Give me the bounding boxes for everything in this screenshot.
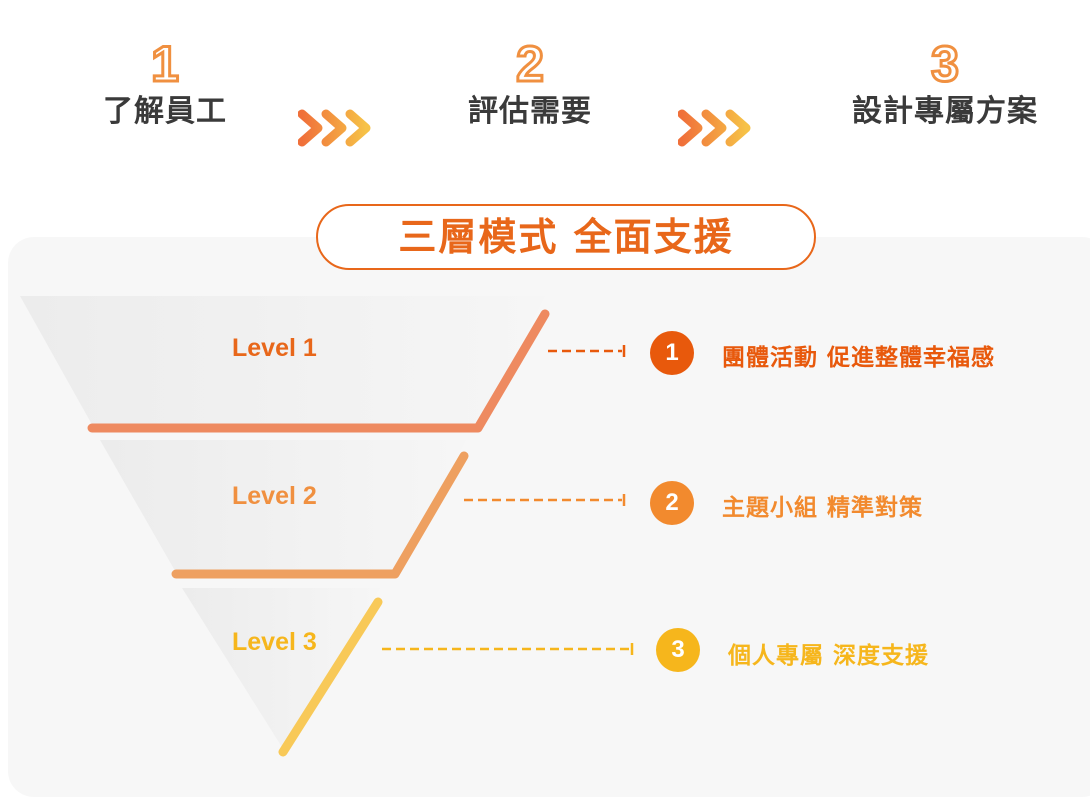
step-2-label: 評估需要 — [468, 94, 592, 129]
level-2-badge: 2 — [650, 481, 694, 525]
funnel-edge-3 — [278, 597, 383, 757]
step-3-label: 設計專屬方案 — [852, 94, 1038, 129]
level-1-description: 團體活動 促進整體幸福感 — [722, 345, 996, 371]
step-3: 3 設計專屬方案 — [830, 34, 1060, 130]
funnel-segment-1 — [20, 296, 545, 430]
step-1: 1 了解員工 — [90, 34, 240, 130]
funnel-edge-1 — [87, 309, 550, 433]
level-3-label: Level 3 — [232, 628, 317, 656]
section-title: 三層模式 全面支援 — [398, 215, 734, 259]
chevrons-arrow-icon — [678, 109, 751, 147]
level-3-description: 個人專屬 深度支援 — [728, 643, 930, 669]
step-1-label: 了解員工 — [103, 94, 227, 129]
level-3-badge: 3 — [656, 628, 700, 672]
level-2-description: 主題小組 精準對策 — [722, 495, 924, 521]
level-2-label: Level 2 — [232, 482, 317, 510]
title-pill: 三層模式 全面支援 — [316, 204, 816, 270]
level-1-label: Level 1 — [232, 334, 317, 362]
step-2: 2 評估需要 — [455, 34, 605, 130]
funnel-diagram — [20, 296, 634, 757]
funnel-segment-2 — [100, 440, 466, 576]
chevrons-arrow-icon — [298, 109, 371, 147]
step-3-number: 3 — [930, 35, 961, 94]
step-1-number: 1 — [150, 35, 181, 94]
funnel-edge-2 — [171, 451, 469, 579]
step-2-number: 2 — [515, 35, 546, 94]
level-1-badge: 1 — [650, 331, 694, 375]
funnel-segment-3 — [182, 588, 380, 752]
